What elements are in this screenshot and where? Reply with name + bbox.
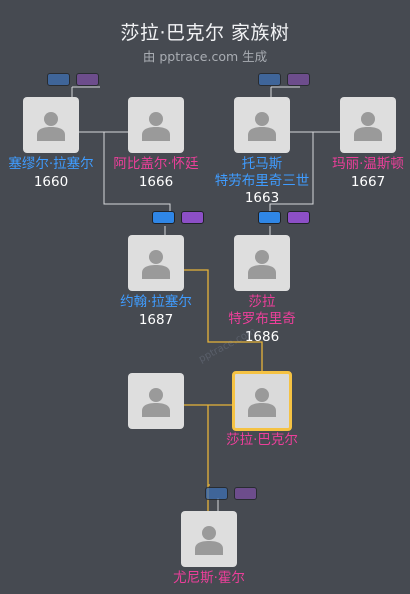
- person-silhouette-icon: [248, 388, 276, 417]
- birth-year: 1663: [244, 190, 280, 206]
- page-title: 莎拉·巴克尔 家族树: [120, 22, 290, 44]
- person-name: 玛丽·温斯顿: [332, 156, 404, 172]
- birth-year: 1686: [244, 329, 280, 345]
- birth-year: 1666: [138, 174, 174, 190]
- person-name: 特劳布里奇三世: [214, 173, 310, 189]
- page-subtitle: 由 pptrace.com 生成: [142, 49, 268, 64]
- male-marker-icon: [205, 487, 228, 500]
- person-name: 莎拉·巴克尔: [226, 432, 298, 448]
- person-silhouette-icon: [195, 526, 223, 555]
- person-silhouette-icon: [248, 250, 276, 279]
- person-card-samuel[interactable]: [23, 97, 79, 153]
- female-marker-icon: [181, 211, 204, 224]
- female-marker-icon: [287, 211, 310, 224]
- person-silhouette-icon: [142, 250, 170, 279]
- male-marker-icon: [258, 73, 281, 86]
- male-marker-icon: [152, 211, 175, 224]
- person-name: 莎拉: [248, 294, 276, 310]
- person-card-sarah-barker-selected[interactable]: [232, 371, 292, 431]
- person-name: 阿比盖尔·怀廷: [113, 156, 199, 172]
- person-name: 尤尼斯·霍尔: [173, 570, 245, 586]
- female-marker-icon: [234, 487, 257, 500]
- birth-year: 1667: [350, 174, 386, 190]
- person-silhouette-icon: [142, 112, 170, 141]
- person-card-eunice[interactable]: [181, 511, 237, 567]
- person-name: 约翰·拉塞尔: [120, 294, 192, 310]
- person-name: 特罗布里奇: [228, 311, 296, 327]
- birth-year: 1660: [33, 174, 69, 190]
- male-marker-icon: [47, 73, 70, 86]
- person-card-thomas[interactable]: [234, 97, 290, 153]
- female-marker-icon: [287, 73, 310, 86]
- person-silhouette-icon: [37, 112, 65, 141]
- person-card-sarah-trowbridge[interactable]: [234, 235, 290, 291]
- person-silhouette-icon: [142, 388, 170, 417]
- birth-year: 1687: [138, 312, 174, 328]
- person-card-spouse[interactable]: [128, 373, 184, 429]
- person-silhouette-icon: [248, 112, 276, 141]
- female-marker-icon: [76, 73, 99, 86]
- person-name: 托马斯: [241, 156, 283, 172]
- person-card-abigail[interactable]: [128, 97, 184, 153]
- male-marker-icon: [258, 211, 281, 224]
- person-silhouette-icon: [354, 112, 382, 141]
- person-card-john[interactable]: [128, 235, 184, 291]
- person-name: 塞缪尔·拉塞尔: [8, 156, 94, 172]
- person-card-mary[interactable]: [340, 97, 396, 153]
